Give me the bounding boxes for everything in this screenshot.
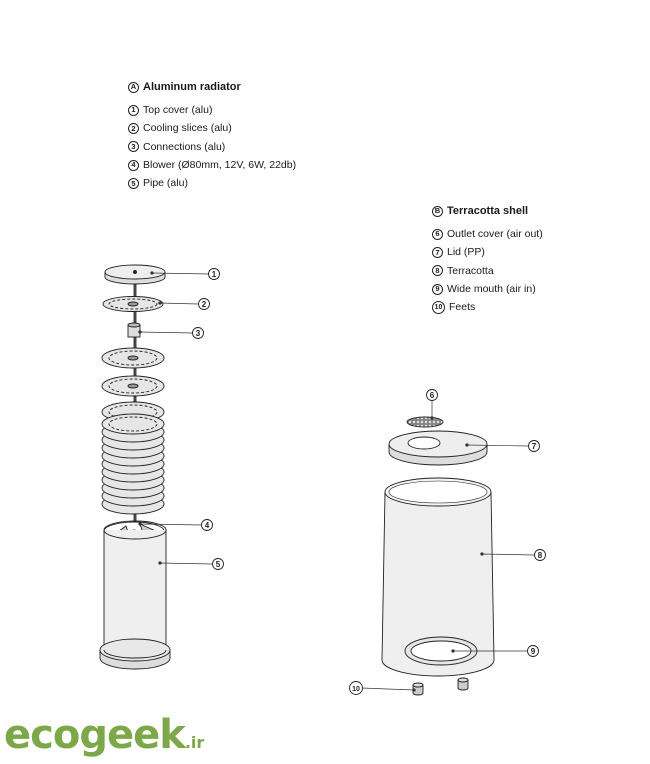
terracotta-body xyxy=(381,477,495,677)
item-number-badge: 8 xyxy=(432,265,443,277)
callout-9: 9 xyxy=(527,645,539,657)
svg-text:3: 3 xyxy=(196,329,201,338)
cooling-slice xyxy=(101,347,165,369)
callout-4: 4 xyxy=(201,519,213,531)
item-number-badge: 2 xyxy=(128,122,139,134)
item-label: Top cover (alu) xyxy=(143,104,213,117)
callouts: 1 2 3 4 5 6 7 8 9 10 xyxy=(192,268,546,695)
legend-heading: B Terracotta shell xyxy=(432,202,543,220)
svg-text:4: 4 xyxy=(205,521,210,530)
item-number-badge: 9 xyxy=(432,283,443,295)
item-label: Lid (PP) xyxy=(447,246,485,259)
legend-item: 10 Feets xyxy=(432,298,543,316)
callout-2: 2 xyxy=(198,298,210,310)
item-number-badge: 1 xyxy=(128,104,139,116)
cooling-slice xyxy=(102,296,164,312)
item-number-badge: 5 xyxy=(128,177,139,189)
top-cover xyxy=(104,264,166,285)
legend-item: 8 Terracotta xyxy=(432,262,543,280)
item-number-badge: 6 xyxy=(432,228,443,240)
callout-1: 1 xyxy=(208,268,220,280)
logo-main: ecogeek xyxy=(4,712,186,758)
logo-suffix: .ir xyxy=(184,733,205,752)
svg-text:1: 1 xyxy=(212,270,217,279)
callout-6: 6 xyxy=(426,389,438,401)
callout-10: 10 xyxy=(349,681,363,695)
legend-terracotta-shell: B Terracotta shell 6 Outlet cover (air ou… xyxy=(432,202,543,316)
item-label: Connections (alu) xyxy=(143,140,226,153)
item-label: Feets xyxy=(449,301,476,314)
terracotta-shell-assembly xyxy=(381,416,495,696)
callout-7: 7 xyxy=(528,440,540,452)
aluminum-radiator-assembly xyxy=(99,264,171,670)
wide-mouth xyxy=(404,636,478,666)
outlet-cover xyxy=(406,416,444,428)
section-title: Terracotta shell xyxy=(447,205,529,217)
callout-3: 3 xyxy=(192,327,204,339)
legend-item: 4 Blower (Ø80mm, 12V, 6W, 22db) xyxy=(128,156,296,174)
item-number-badge: 3 xyxy=(128,141,139,153)
svg-text:10: 10 xyxy=(352,686,360,693)
item-label: Terracotta xyxy=(447,264,494,277)
cooling-slice xyxy=(101,375,165,397)
svg-text:7: 7 xyxy=(532,442,537,451)
legend-item: 7 Lid (PP) xyxy=(432,243,543,261)
item-label: Pipe (alu) xyxy=(143,177,188,190)
item-number-badge: 10 xyxy=(432,300,445,314)
item-number-badge: 7 xyxy=(432,246,443,258)
legend-item: 2 Cooling slices (alu) xyxy=(128,119,296,137)
legend-item: 9 Wide mouth (air in) xyxy=(432,280,543,298)
ecogeek-logo: ecogeek.ir xyxy=(4,712,204,758)
section-badge: A xyxy=(128,81,139,93)
svg-text:8: 8 xyxy=(538,551,543,560)
svg-text:6: 6 xyxy=(430,391,435,400)
item-label: Cooling slices (alu) xyxy=(143,122,232,135)
svg-text:5: 5 xyxy=(216,560,221,569)
svg-text:9: 9 xyxy=(531,647,536,656)
legend-item: 1 Top cover (alu) xyxy=(128,101,296,119)
lid xyxy=(388,430,488,466)
pipe xyxy=(99,520,171,670)
feet xyxy=(412,677,469,696)
legend-item: 5 Pipe (alu) xyxy=(128,174,296,192)
item-number-badge: 4 xyxy=(128,159,139,171)
callout-5: 5 xyxy=(212,558,224,570)
item-label: Wide mouth (air in) xyxy=(447,283,536,296)
section-title: Aluminum radiator xyxy=(143,81,241,93)
section-badge: B xyxy=(432,205,443,217)
cooling-slice-stack xyxy=(101,413,165,515)
legend-item: 3 Connections (alu) xyxy=(128,138,296,156)
item-label: Blower (Ø80mm, 12V, 6W, 22db) xyxy=(143,159,297,172)
svg-text:2: 2 xyxy=(202,300,207,309)
leader-lines xyxy=(138,271,535,692)
legend-item: 6 Outlet cover (air out) xyxy=(432,225,543,243)
item-label: Outlet cover (air out) xyxy=(447,228,543,241)
legend-heading: A Aluminum radiator xyxy=(128,78,296,96)
callout-8: 8 xyxy=(534,549,546,561)
connection-sleeve xyxy=(127,322,141,338)
